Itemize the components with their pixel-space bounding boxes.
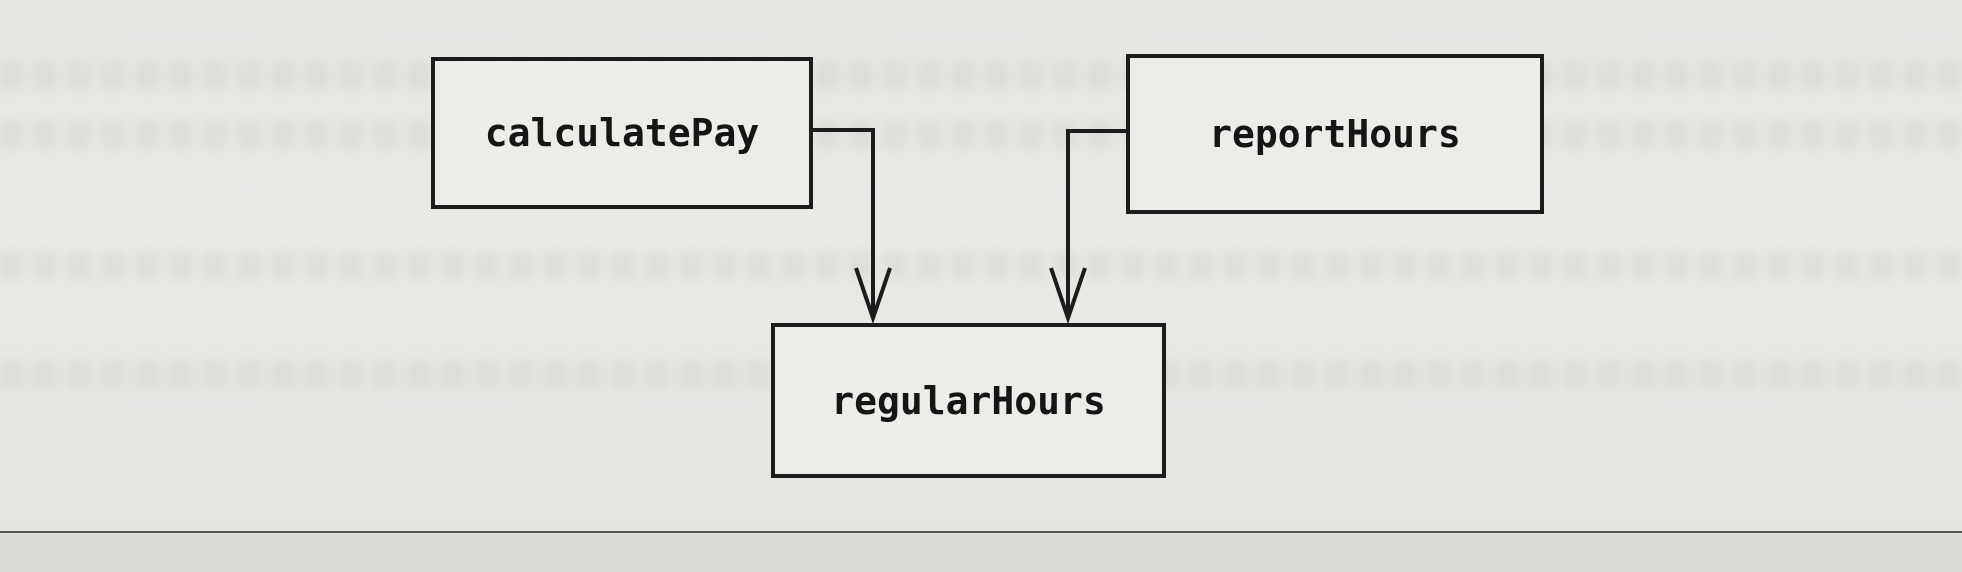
node-label-reporthours: reportHours xyxy=(1209,112,1461,156)
bleed-through-text-1 xyxy=(0,62,1962,88)
node-reporthours: reportHours xyxy=(1126,54,1544,214)
node-regularhours: regularHours xyxy=(771,323,1166,478)
bleed-through-text-2 xyxy=(0,122,1962,148)
bleed-through-text-3 xyxy=(0,252,1962,278)
below-page-edge xyxy=(0,533,1962,572)
arrowhead-calculatepay-to-regularhours xyxy=(854,267,892,325)
node-label-calculatepay: calculatePay xyxy=(484,111,760,155)
node-label-regularhours: regularHours xyxy=(831,378,1106,423)
page-edge-line xyxy=(0,531,1962,533)
node-calculatepay: calculatePay xyxy=(431,57,813,209)
arrowhead-reporthours-to-regularhours xyxy=(1049,267,1087,325)
edge-calculatepay-to-regularhours xyxy=(813,128,875,318)
edge-reporthours-to-regularhours xyxy=(1066,129,1126,318)
